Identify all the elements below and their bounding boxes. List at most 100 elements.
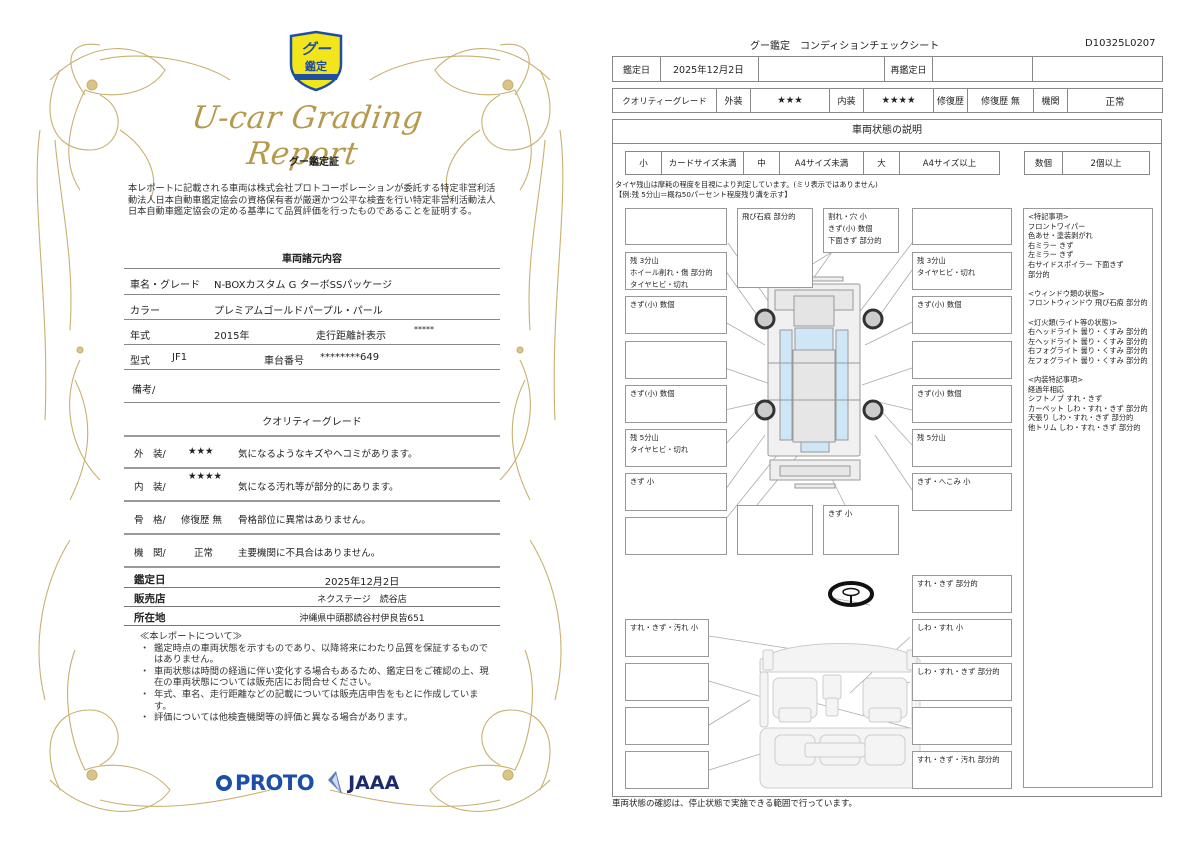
quality-grade-table: クオリティーグレード 外装 ★★★ 内装 ★★★★ 修復歴 修復歴 無 機関 正… <box>612 88 1163 113</box>
sheet-title: グー鑑定 コンディションチェックシート <box>750 41 940 52</box>
quality-row-label: 骨 格/ <box>134 515 166 526</box>
remarks-heading: <灯火類(ライト等の状態)> <box>1028 317 1118 327</box>
remarks-group-special: <特記事項> フロントワイパー 色あせ・塗装剥がれ 右ミラー きず 左ミラー き… <box>1028 212 1148 279</box>
exterior-label: 外装 <box>716 88 751 113</box>
remarks-line: シフトノブ すれ・きず <box>1028 394 1103 404</box>
condition-box-windshield: 飛び石痕 部分的 <box>737 208 813 288</box>
size-medium-value: A4サイズ未満 <box>779 151 864 175</box>
tire-note-line: 【例:残 5分山＝概ね50パーセント程度残り溝を示す】 <box>615 190 792 199</box>
condition-box-right-rear-quarter: きず・へこみ 小 <box>912 473 1012 511</box>
color-value: プレミアムゴールドパープル・パール <box>214 306 383 317</box>
condition-box-interior-left-2 <box>625 663 709 701</box>
remarks-line: 天張り しわ・すれ・きず 部分的 <box>1028 413 1134 423</box>
condition-text: 残 5分山 <box>630 433 659 442</box>
spec-row-year-mileage: 年式 2015年 走行距離計表示 ***** <box>124 321 500 345</box>
frame-value: 修復歴 無 <box>181 515 223 526</box>
proto-wordmark: PROTO <box>235 771 315 795</box>
condition-text: ホイール削れ・傷 部分的 <box>630 268 713 277</box>
remarks-line: 色あせ・塗装剥がれ <box>1028 231 1093 241</box>
condition-panel-title: 車両状態の説明 <box>612 119 1162 144</box>
count-legend: 数個 2個以上 <box>1024 151 1150 175</box>
quality-row-engine: 機 関/ 正常 主要機関に不具合はありません。 <box>124 536 500 568</box>
remarks-line: 他トリム しわ・すれ・きず 部分的 <box>1028 423 1141 433</box>
color-label: カラー <box>130 306 160 317</box>
quality-row-desc: 気になるようなキズやヘコミがあります。 <box>238 449 418 460</box>
size-large-value: A4サイズ以上 <box>899 151 1000 175</box>
jaaa-mark-icon <box>328 771 343 794</box>
condition-box-left-front-tire: 残 3分山 ホイール削れ・傷 部分的 タイヤヒビ・切れ <box>625 252 727 290</box>
remarks-line: 右ミラー きず <box>1028 240 1074 250</box>
remarks-line: 右ヘッドライト 曇り・くすみ 部分的 <box>1028 327 1148 337</box>
info-value: 2025年12月2日 <box>324 577 400 588</box>
svg-text:鑑定: 鑑定 <box>305 59 327 73</box>
goo-appraisal-badge: グー 鑑定 <box>287 30 345 92</box>
divider <box>124 268 500 269</box>
reappraisal-date-label: 再鑑定日 <box>884 56 933 82</box>
spec-row-color: カラー プレミアムゴールドパープル・パール <box>124 296 500 320</box>
info-label: 販売店 <box>134 593 166 605</box>
exterior-stars: ★★★ <box>750 88 830 113</box>
footer-logos: PROTO JAAA <box>216 770 399 796</box>
certificate-heading: グー鑑定証 <box>289 157 339 168</box>
engine-value: 正常 <box>1067 88 1163 113</box>
quality-grade-label: クオリティーグレード <box>612 88 717 113</box>
condition-check-sheet: グー鑑定 コンディションチェックシート D10325L0207 鑑定日 2025… <box>605 0 1200 848</box>
count-label: 数個 <box>1024 151 1063 175</box>
name-grade-label: 車名・グレード <box>130 280 200 291</box>
condition-text: タイヤヒビ・切れ <box>917 268 976 277</box>
remarks-heading: <ウィンドウ類の状態> <box>1028 288 1105 298</box>
interior-label: 内装 <box>829 88 864 113</box>
condition-box-rear-glass <box>737 505 813 555</box>
remarks-line: 左ミラー きず <box>1028 250 1074 260</box>
info-row-dealer: 販売店 ネクステージ 読谷店 <box>124 589 500 607</box>
exterior-stars: ★★★ <box>188 446 214 457</box>
remarks-line: 右サイドスポイラー 下面きず <box>1028 259 1124 269</box>
condition-text: タイヤヒビ・切れ <box>630 445 689 454</box>
tire-note-line: タイヤ残山は摩耗の程度を目視により判定しています。(ミリ表示ではありません) <box>615 180 878 189</box>
quality-row-desc: 骨格部位に異常はありません。 <box>238 515 371 526</box>
model-value: JF1 <box>172 352 188 363</box>
quality-row-label: 機 関/ <box>134 548 166 559</box>
condition-text: きず・へこみ 小 <box>917 477 971 486</box>
info-value: ネクステージ 読谷店 <box>317 595 407 605</box>
condition-box-rear-bumper: きず 小 <box>823 505 899 555</box>
note-item: 年式、車名、走行距離などの記載については販売店申告をもとに作成しています。 <box>140 689 490 712</box>
condition-box-front-bumper: 割れ・穴 小 きず(小) 数個 下面きず 部分的 <box>823 208 899 253</box>
condition-text: すれ・きず・汚れ 部分的 <box>917 755 1000 764</box>
damage-size-legend: 小 カードサイズ未満 中 A4サイズ未満 大 A4サイズ以上 <box>625 151 1000 175</box>
condition-text: きず(小) 数個 <box>917 389 962 398</box>
year-label: 年式 <box>130 331 150 342</box>
chassis-label: 車台番号 <box>264 356 304 367</box>
model-label: 型式 <box>130 356 150 367</box>
reappraisal-date-value <box>932 56 1033 82</box>
size-medium-label: 中 <box>743 151 780 175</box>
info-value: 沖縄県中頭郡読谷村伊良皆651 <box>299 614 425 624</box>
quality-row-label: 内 装/ <box>134 482 166 493</box>
condition-box-left-rear-quarter: きず 小 <box>625 473 727 511</box>
remarks-line: 左フォグライト 曇り・くすみ 部分的 <box>1028 355 1148 365</box>
remarks-line: フロントウィンドウ 飛び石痕 部分的 <box>1028 298 1148 308</box>
condition-text: きず(小) 数個 <box>828 224 873 233</box>
spec-row-remarks: 備考/ <box>124 371 500 403</box>
year-value: 2015年 <box>214 331 250 342</box>
condition-box-right-rear-tire: 残 5分山 <box>912 429 1012 467</box>
jaaa-wordmark: JAAA <box>348 772 400 794</box>
condition-text: タイヤヒビ・切れ <box>630 280 689 289</box>
condition-text: 下面きず 部分的 <box>828 236 882 245</box>
quality-row-interior: 内 装/ ★★★★ 気になる汚れ等が部分的にあります。 <box>124 470 500 502</box>
remarks-group-interior: <内装特記事項> 経過年相応 シフトノブ すれ・きず カーペット しわ・すれ・き… <box>1028 375 1148 433</box>
remarks-line: フロントワイパー <box>1028 221 1086 231</box>
count-value: 2個以上 <box>1062 151 1150 175</box>
condition-box-right-front-fender: きず(小) 数個 <box>912 296 1012 334</box>
quality-row-desc: 主要機関に不具合はありません。 <box>238 548 381 559</box>
condition-box-left-front-fender: きず(小) 数個 <box>625 296 727 334</box>
size-small-value: カードサイズ未満 <box>661 151 744 175</box>
condition-box-left-front-door <box>625 341 727 379</box>
empty-cell <box>1032 56 1163 82</box>
condition-box-left-rear-tire: 残 5分山 タイヤヒビ・切れ <box>625 429 727 467</box>
quality-row-frame: 骨 格/ 修復歴 無 骨格部位に異常はありません。 <box>124 503 500 535</box>
svg-text:グー: グー <box>301 40 332 58</box>
name-grade-value: N-BOXカスタム G ターボSSパッケージ <box>214 280 393 291</box>
condition-box-interior-right-4: すれ・きず・汚れ 部分的 <box>912 751 1012 789</box>
repair-history-label: 修復歴 <box>933 88 968 113</box>
